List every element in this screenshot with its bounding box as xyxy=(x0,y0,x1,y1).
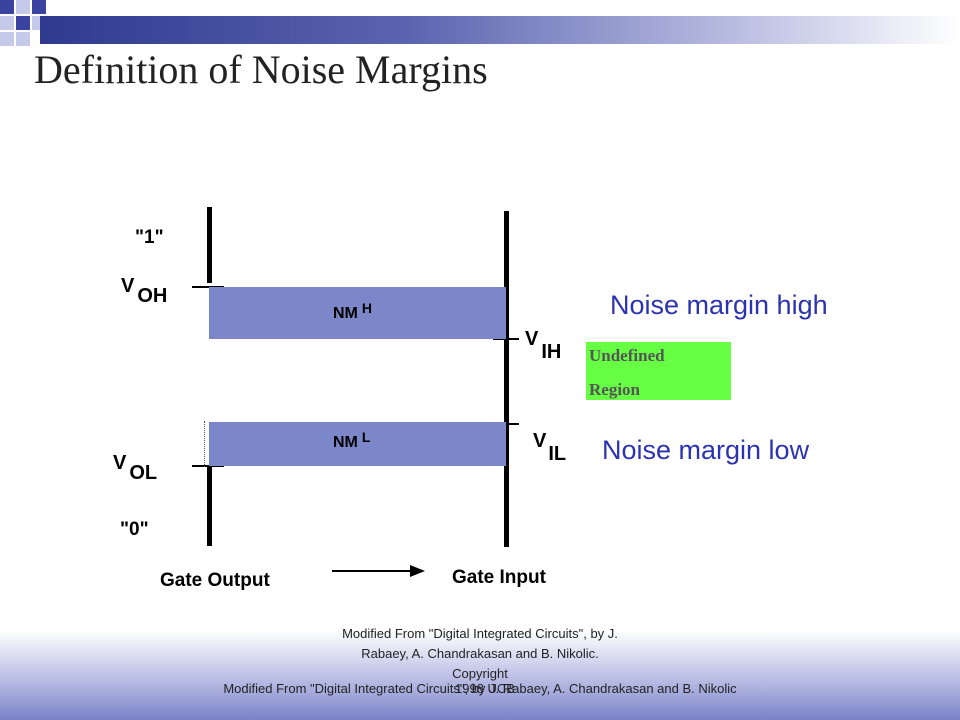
vil-tick xyxy=(493,423,519,425)
voh-v: V xyxy=(121,275,135,297)
footer-overlap-text: 1998 UCB xyxy=(455,681,515,696)
corner-square xyxy=(16,16,30,30)
nmh-bar xyxy=(209,287,506,339)
footer-gradient xyxy=(0,630,960,720)
logic-one-label: "1" xyxy=(135,227,164,248)
voh-tick xyxy=(192,286,224,288)
direction-arrow-icon xyxy=(332,565,425,577)
vil-label: VIL xyxy=(533,430,566,465)
voh-sub: OH xyxy=(137,285,168,307)
vih-label: VIH xyxy=(525,328,561,363)
logic-zero-label: "0" xyxy=(120,519,149,540)
noise-margin-low-label: Noise margin low xyxy=(602,435,810,465)
corner-square xyxy=(32,0,46,14)
vol-sub: OL xyxy=(129,462,158,484)
gate-input-label: Gate Input xyxy=(452,567,546,588)
corner-square xyxy=(0,16,14,30)
undefined-line-2: Region xyxy=(589,380,640,399)
vol-v: V xyxy=(113,452,127,474)
header-bar xyxy=(40,16,960,44)
nml-sub: L xyxy=(361,429,371,445)
undefined-line-1: Undefined xyxy=(589,346,665,365)
gate-output-label: Gate Output xyxy=(160,570,270,591)
vil-sub: IL xyxy=(548,443,567,465)
input-axis xyxy=(504,211,509,547)
slide-title: Definition of Noise Margins xyxy=(34,47,488,92)
corner-square xyxy=(0,0,14,14)
footer-citation-line: Modified From "Digital Integrated Circui… xyxy=(223,681,737,696)
nml-main: NM xyxy=(333,434,358,451)
corner-square xyxy=(0,32,14,46)
corner-square xyxy=(16,0,30,14)
nml-dotted-edge xyxy=(204,421,205,467)
nmh-sub: H xyxy=(361,300,373,316)
undefined-region-box: Undefined Region xyxy=(586,342,731,400)
nml-bar xyxy=(209,422,506,466)
footer-citation: Modified From "Digital Integrated Circui… xyxy=(342,626,618,681)
noise-margin-high-label: Noise margin high xyxy=(610,290,828,320)
corner-square xyxy=(16,32,30,46)
vih-tick xyxy=(493,338,519,340)
vol-tick xyxy=(192,465,224,467)
vih-sub: IH xyxy=(541,341,562,363)
nmh-main: NM xyxy=(333,305,358,322)
output-axis-upper xyxy=(207,207,212,283)
vih-v: V xyxy=(525,328,539,350)
output-axis-lower xyxy=(207,466,212,546)
vil-v: V xyxy=(533,430,547,452)
